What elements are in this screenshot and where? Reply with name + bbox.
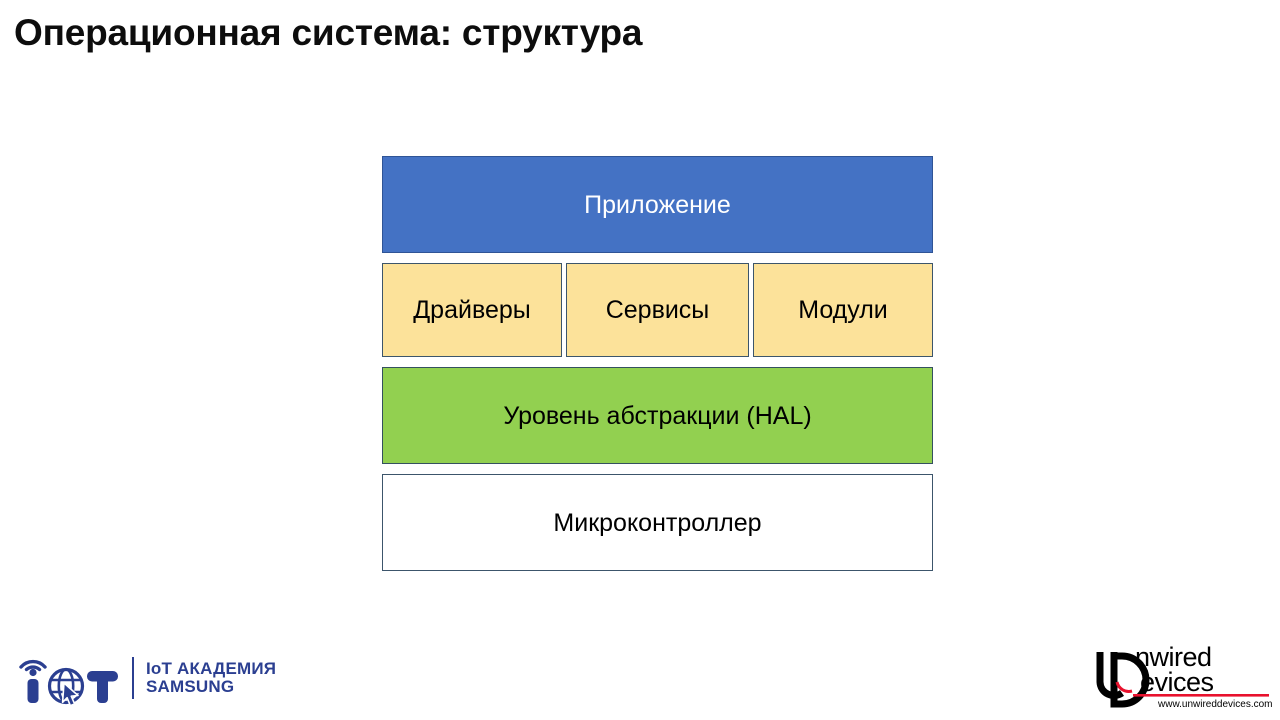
page-title: Операционная система: структура [14, 12, 643, 53]
iot-globe-cursor-icon [19, 659, 118, 706]
layer-label-drivers: Драйверы [413, 296, 531, 324]
red-underline [1133, 694, 1269, 697]
layer-box-services: Сервисы [566, 263, 749, 357]
iot-academy-logo: IoT АКАДЕМИЯ SAMSUNG [16, 650, 276, 706]
logo-divider [132, 657, 134, 699]
iot-academy-wordmark: IoT АКАДЕМИЯ SAMSUNG [146, 658, 277, 697]
unwired-devices-logo: nwired evices www.unwireddevices.com [1096, 642, 1272, 710]
ud-monogram-icon [1096, 652, 1150, 708]
iot-academy-line2: SAMSUNG [146, 677, 235, 696]
layer-box-modules: Модули [753, 263, 933, 357]
layer-box-microcontroller: Микроконтроллер [382, 474, 933, 571]
layer-label-microcontroller: Микроконтроллер [553, 508, 762, 537]
unwired-wordmark: nwired [1135, 642, 1212, 672]
devices-wordmark: evices [1140, 667, 1214, 697]
layer-label-modules: Модули [798, 296, 888, 324]
layer-label-hal: Уровень абстракции (HAL) [503, 401, 812, 430]
layer-box-application: Приложение [382, 156, 933, 253]
layer-label-application: Приложение [584, 190, 731, 219]
layer-label-services: Сервисы [605, 296, 710, 324]
layer-box-hal: Уровень абстракции (HAL) [382, 367, 933, 464]
iot-academy-line1: IoT АКАДЕМИЯ [146, 658, 277, 678]
layer-box-drivers: Драйверы [382, 263, 562, 357]
unwired-url: www.unwireddevices.com [1157, 699, 1272, 710]
os-layer-stack-diagram: Приложение Драйверы Сервисы Модули Урове… [382, 156, 933, 571]
